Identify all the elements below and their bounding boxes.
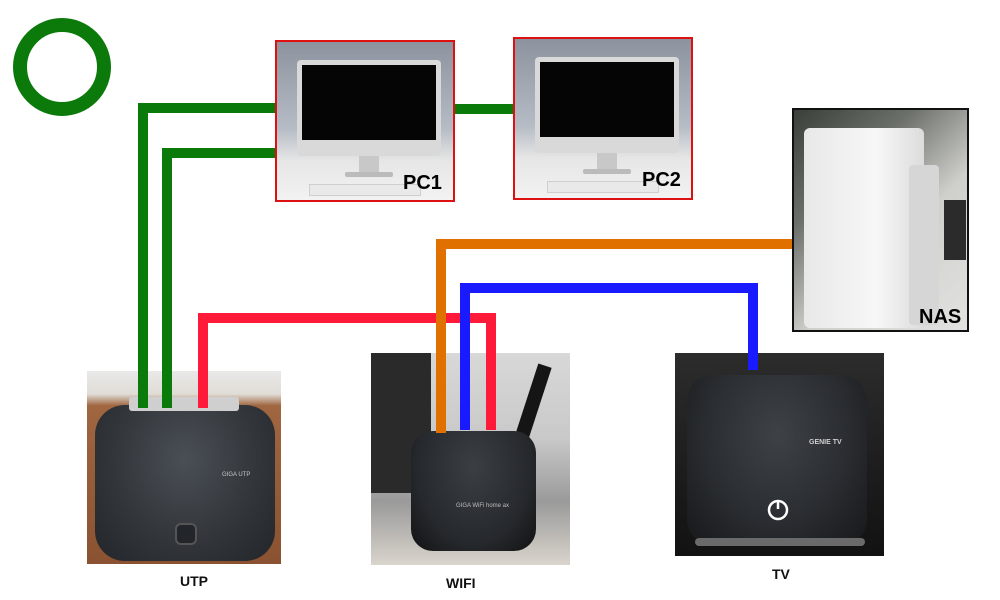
blue-cable — [460, 283, 758, 430]
pc1-photo: PC1 — [275, 40, 455, 202]
utp-caption: UTP — [180, 573, 208, 589]
pc2-photo: PC2 — [513, 37, 693, 200]
power-icon — [767, 499, 789, 521]
utp-photo: GIGA UTP — [87, 371, 281, 564]
tv-brand: GENIE TV — [809, 439, 842, 446]
red-cable — [198, 313, 496, 430]
pc2-label: PC2 — [642, 169, 681, 191]
nas-label: NAS — [919, 306, 962, 328]
utp-brand: GIGA UTP — [222, 472, 251, 478]
tv-photo: GENIE TV — [675, 353, 884, 556]
green-cable-outer — [138, 103, 275, 408]
ok-circle-icon — [12, 17, 112, 117]
tv-caption: TV — [772, 566, 790, 582]
nas-photo: NAS — [792, 108, 969, 332]
orange-cable — [436, 239, 792, 433]
pc1-label: PC1 — [403, 172, 442, 194]
wifi-photo: GIGA WiFi home ax — [371, 353, 570, 565]
green-cable-inner — [162, 148, 275, 408]
wifi-caption: WIFI — [446, 575, 476, 591]
wifi-brand: GIGA WiFi home ax — [456, 503, 510, 509]
